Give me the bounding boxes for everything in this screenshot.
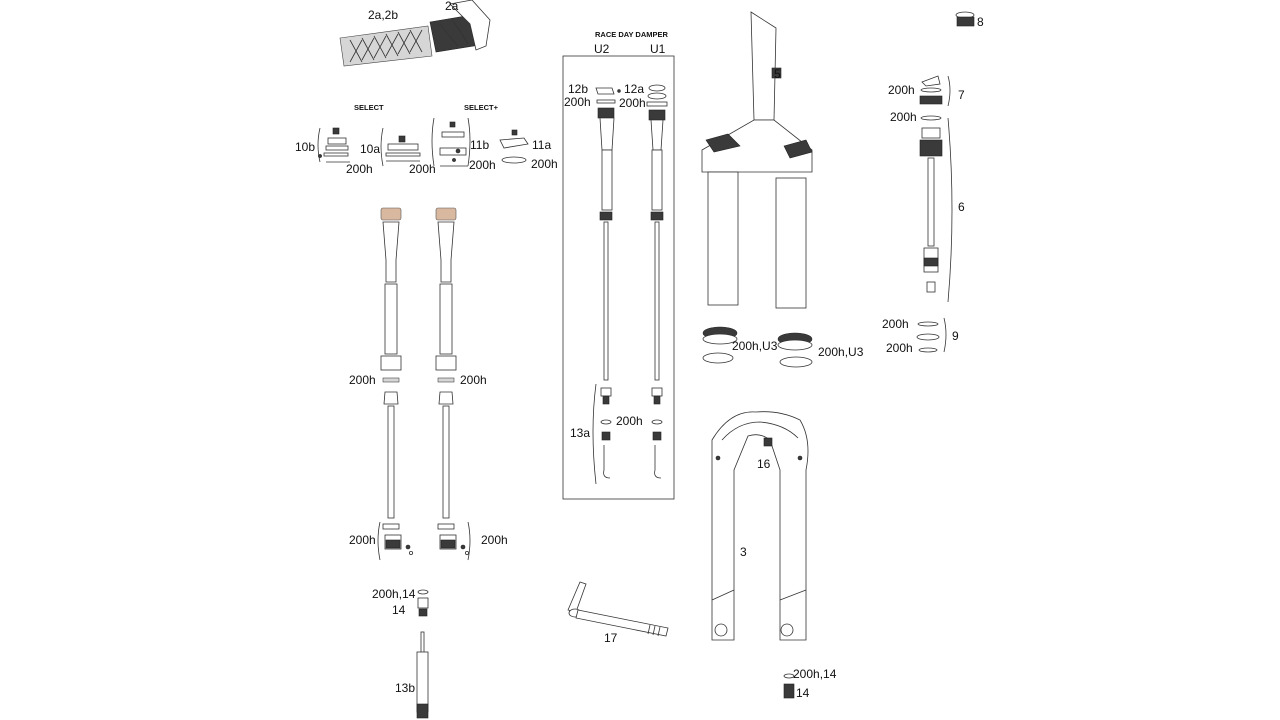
bottom-bolt-right <box>783 673 795 699</box>
label-6: 6 <box>958 200 965 214</box>
label-10a: 10a <box>360 142 380 156</box>
air-spring-shaft-right <box>435 207 469 556</box>
grip-remote-assembly <box>339 0 491 67</box>
bracket-foot-right <box>467 521 471 561</box>
label-foot-200h-b: 200h <box>481 533 508 547</box>
label-16: 16 <box>757 457 771 471</box>
label-14b-200h: 200h,14 <box>793 667 837 681</box>
label-12a: 12a <box>624 82 644 96</box>
label-10-200h-a: 200h <box>346 162 373 176</box>
label-2a: 2a <box>445 0 459 13</box>
label-13a-200h: 200h <box>616 414 643 428</box>
label-6-200h: 200h <box>890 110 917 124</box>
header-u2: U2 <box>594 42 610 56</box>
label-spring-200h-b: 200h <box>460 373 487 387</box>
bracket-foot-left <box>377 521 381 561</box>
label-11-200h-a: 200h <box>469 158 496 172</box>
label-13b: 13b <box>395 681 415 695</box>
header-select: SELECT <box>354 103 384 112</box>
label-11a: 11a <box>532 138 551 152</box>
bracket-6 <box>947 117 953 303</box>
label-seal-200h-u3-b: 200h,U3 <box>818 345 864 359</box>
damper-u2 <box>595 87 621 479</box>
label-11-200h-b: 200h <box>531 157 558 171</box>
label-12b-200h: 200h <box>564 95 591 109</box>
label-14b: 14 <box>796 686 810 700</box>
label-3: 3 <box>740 545 747 559</box>
label-9: 9 <box>952 329 959 343</box>
air-cap-7 <box>919 75 943 121</box>
label-9-200h-a: 200h <box>882 317 909 331</box>
race-day-damper-box <box>562 55 675 500</box>
damper-u1 <box>646 84 668 479</box>
header-u1: U1 <box>650 42 666 56</box>
label-7-200h: 200h <box>888 83 915 97</box>
bottom-bolt-left <box>417 589 429 617</box>
label-12b: 12b <box>568 82 588 96</box>
label-13a: 13a <box>570 426 590 440</box>
label-14: 14 <box>392 603 406 617</box>
air-shaft-6 <box>919 127 943 293</box>
crown-steerer-uppers <box>701 11 813 309</box>
label-seal-200h-u3-a: 200h,U3 <box>732 339 778 353</box>
thru-axle <box>567 581 669 637</box>
label-11b: 11b <box>470 138 489 152</box>
label-2a-2b: 2a,2b <box>368 8 398 22</box>
label-8: 8 <box>977 15 984 29</box>
label-9-200h-b: 200h <box>886 341 913 355</box>
select-damper-knobs <box>317 117 529 167</box>
bracket-7 <box>947 75 951 107</box>
tool-13b <box>416 631 429 719</box>
label-7: 7 <box>958 88 965 102</box>
label-spring-200h-a: 200h <box>349 373 376 387</box>
dust-seals <box>702 326 813 368</box>
bracket-13a <box>592 383 597 485</box>
seal-kit-9 <box>916 321 940 353</box>
top-cap-8 <box>955 11 975 27</box>
header-race-day-damper: RACE DAY DAMPER <box>595 30 669 39</box>
label-17: 17 <box>604 631 618 645</box>
label-10b: 10b <box>295 140 315 154</box>
header-select-plus: SELECT+ <box>464 103 499 112</box>
lower-legs <box>711 411 809 641</box>
label-12a-200h: 200h <box>619 96 646 110</box>
label-5: 5 <box>774 67 781 81</box>
label-10-200h-b: 200h <box>409 162 436 176</box>
label-14-200h: 200h,14 <box>372 587 416 601</box>
bracket-9 <box>943 317 947 353</box>
air-spring-shaft-left <box>380 207 413 556</box>
label-foot-200h-a: 200h <box>349 533 376 547</box>
